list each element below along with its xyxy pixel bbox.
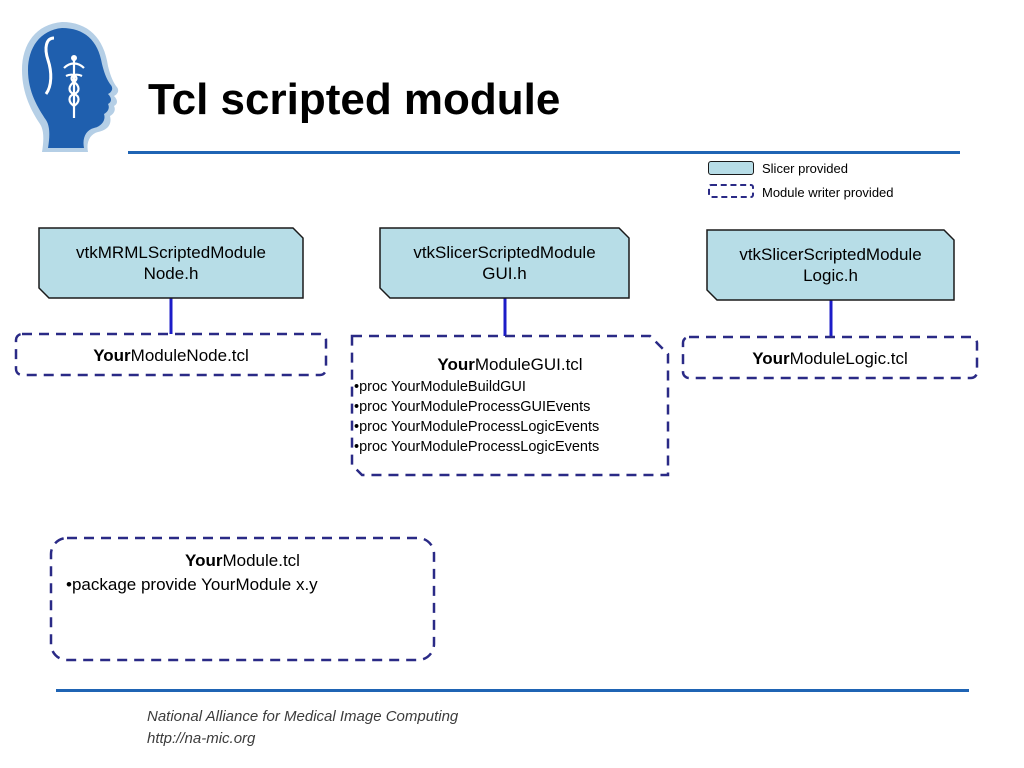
- class-label-logic: vtkSlicerScriptedModule Logic.h: [707, 244, 954, 286]
- module-box-logic: [681, 335, 979, 380]
- module-logic-suffix: ModuleLogic.tcl: [789, 349, 908, 368]
- class-box-logic: [706, 229, 955, 301]
- footer-organization: National Alliance for Medical Image Comp…: [147, 708, 459, 725]
- legend-swatch-module-writer-provided: [708, 184, 754, 198]
- legend-label-slicer-provided: Slicer provided: [762, 161, 848, 176]
- class-label-logic-line1: vtkSlicerScriptedModule: [739, 245, 922, 264]
- class-box-node: [38, 227, 304, 299]
- module-gui-items: •proc YourModuleBuildGUI •proc YourModul…: [354, 377, 599, 457]
- module-gui-item: •proc YourModuleBuildGUI: [354, 379, 526, 395]
- legend-label-module-writer-provided: Module writer provided: [762, 185, 894, 200]
- legend-swatch-slicer-provided: [708, 161, 754, 175]
- module-gui-item: •proc YourModuleProcessLogicEvents: [354, 419, 600, 435]
- module-gui-suffix: ModuleGUI.tcl: [474, 355, 583, 374]
- class-label-node-line2: Node.h: [143, 264, 199, 283]
- class-label-node-line1: vtkMRMLScriptedModule: [76, 243, 266, 262]
- class-label-logic-line2: Logic.h: [803, 266, 858, 285]
- title-divider: [128, 151, 960, 154]
- footer-divider: [56, 689, 969, 692]
- module-package-suffix: Module.tcl: [222, 551, 300, 570]
- module-gui-item: •proc YourModuleProcessGUIEvents: [354, 399, 591, 415]
- module-label-node: YourModuleNode.tcl: [16, 345, 326, 366]
- module-gui-prefix: Your: [437, 355, 475, 374]
- module-label-logic: YourModuleLogic.tcl: [683, 348, 977, 369]
- module-package-prefix: Your: [185, 551, 223, 570]
- module-package-items: •package provide YourModule x.y: [66, 574, 318, 596]
- module-node-prefix: Your: [93, 346, 131, 365]
- footer-url: http://na-mic.org: [147, 730, 256, 747]
- class-label-gui-line1: vtkSlicerScriptedModule: [413, 243, 596, 262]
- module-label-gui: YourModuleGUI.tcl: [352, 354, 668, 375]
- module-box-node: [14, 332, 328, 377]
- page-title: Tcl scripted module: [148, 75, 561, 124]
- module-box-package: [49, 536, 436, 662]
- class-label-node: vtkMRMLScriptedModule Node.h: [39, 242, 303, 284]
- module-node-suffix: ModuleNode.tcl: [130, 346, 249, 365]
- namic-logo: [22, 22, 119, 152]
- module-logic-prefix: Your: [752, 349, 790, 368]
- module-label-package: YourModule.tcl: [51, 550, 434, 571]
- module-box-gui: [350, 334, 670, 477]
- class-box-gui: [379, 227, 630, 299]
- class-label-gui: vtkSlicerScriptedModule GUI.h: [380, 242, 629, 284]
- module-gui-item: •proc YourModuleProcessLogicEvents: [354, 439, 600, 455]
- module-package-item: •package provide YourModule x.y: [66, 575, 318, 594]
- class-label-gui-line2: GUI.h: [482, 264, 527, 283]
